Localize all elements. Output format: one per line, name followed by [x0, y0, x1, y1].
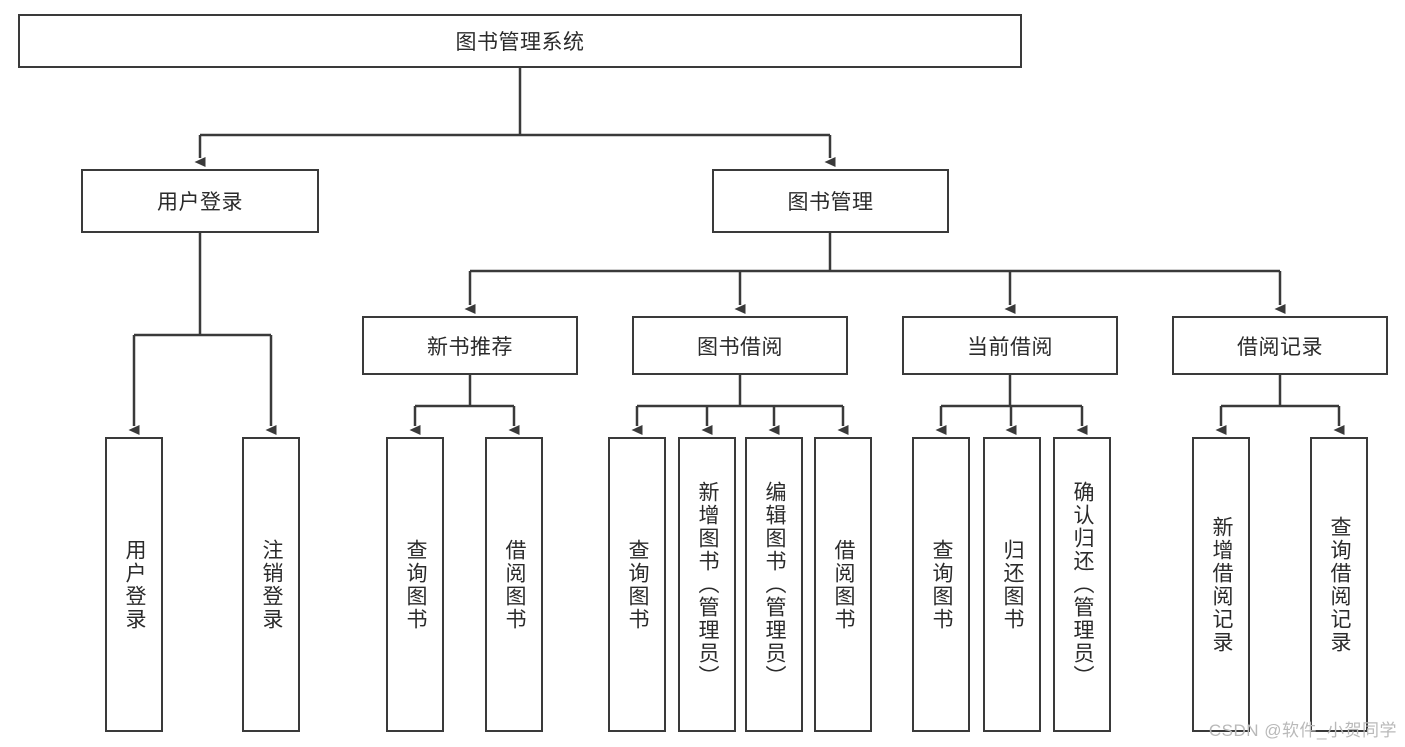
leaf-query-borrow-record[interactable]: 查询借阅记录 — [1310, 437, 1368, 732]
leaf-return-book[interactable]: 归还图书 — [983, 437, 1041, 732]
leaf-confirm-return-admin-label: 确认归还（管理员） — [1071, 481, 1095, 688]
node-new-book-recommend[interactable]: 新书推荐 — [362, 316, 578, 375]
leaf-confirm-return-admin[interactable]: 确认归还（管理员） — [1053, 437, 1111, 732]
node-root[interactable]: 图书管理系统 — [18, 14, 1022, 68]
leaf-logout-label: 注销登录 — [260, 538, 284, 631]
leaf-return-book-label: 归还图书 — [1001, 538, 1025, 631]
node-user-login[interactable]: 用户登录 — [81, 169, 319, 233]
leaf-query-book-recommend[interactable]: 查询图书 — [386, 437, 444, 732]
node-book-borrow-label: 图书借阅 — [697, 335, 783, 359]
node-current-borrow[interactable]: 当前借阅 — [902, 316, 1118, 375]
leaf-query-book-current-label: 查询图书 — [930, 538, 954, 631]
leaf-user-login-label: 用户登录 — [123, 538, 147, 631]
leaf-edit-book-admin-label: 编辑图书（管理员） — [763, 481, 787, 688]
leaf-query-book-borrow-label: 查询图书 — [626, 538, 650, 631]
leaf-user-login[interactable]: 用户登录 — [105, 437, 163, 732]
leaf-add-borrow-record-label: 新增借阅记录 — [1210, 515, 1234, 654]
node-borrow-record[interactable]: 借阅记录 — [1172, 316, 1388, 375]
node-user-login-label: 用户登录 — [157, 191, 243, 214]
node-root-label: 图书管理系统 — [455, 31, 585, 54]
leaf-edit-book-admin[interactable]: 编辑图书（管理员） — [745, 437, 803, 732]
node-book-borrow[interactable]: 图书借阅 — [632, 316, 848, 375]
leaf-borrow-book-label: 借阅图书 — [832, 538, 856, 631]
node-book-management[interactable]: 图书管理 — [712, 169, 949, 233]
leaf-borrow-book-recommend[interactable]: 借阅图书 — [485, 437, 543, 732]
leaf-add-borrow-record[interactable]: 新增借阅记录 — [1192, 437, 1250, 732]
leaf-query-book-borrow[interactable]: 查询图书 — [608, 437, 666, 732]
leaf-query-book-current[interactable]: 查询图书 — [912, 437, 970, 732]
watermark: CSDN @软件_小贺同学 — [1208, 721, 1397, 740]
leaf-add-book-admin-label: 新增图书（管理员） — [696, 481, 720, 688]
leaf-query-borrow-record-label: 查询借阅记录 — [1328, 515, 1352, 654]
node-new-book-recommend-label: 新书推荐 — [427, 335, 513, 359]
node-book-management-label: 图书管理 — [787, 191, 874, 214]
leaf-add-book-admin[interactable]: 新增图书（管理员） — [678, 437, 736, 732]
leaf-borrow-book[interactable]: 借阅图书 — [814, 437, 872, 732]
node-current-borrow-label: 当前借阅 — [967, 335, 1053, 359]
leaf-borrow-book-recommend-label: 借阅图书 — [503, 538, 527, 631]
node-borrow-record-label: 借阅记录 — [1237, 335, 1323, 359]
leaf-query-book-recommend-label: 查询图书 — [404, 538, 428, 631]
leaf-logout[interactable]: 注销登录 — [242, 437, 300, 732]
